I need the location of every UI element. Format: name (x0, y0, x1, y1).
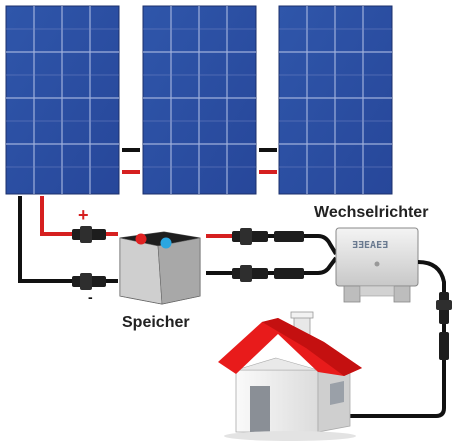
mc4-connector-icon (72, 226, 118, 243)
solar-panel-right (278, 5, 393, 195)
house-icon (218, 311, 362, 441)
negative-wire-panel (18, 196, 72, 283)
inverter-label: Wechselrichter (314, 204, 428, 221)
solar-panel-left (5, 5, 120, 195)
battery-icon (119, 231, 201, 305)
panel-link-1 (122, 148, 140, 174)
ac-output-wiring (345, 260, 452, 418)
battery-label: Speicher (122, 314, 190, 331)
positive-wire-panel (40, 196, 72, 236)
inverter-icon (335, 227, 419, 303)
plus-label: + (78, 205, 89, 225)
panel-link-2 (259, 148, 277, 174)
mc4-connector-icon (72, 273, 118, 290)
solar-panel-middle (142, 5, 257, 195)
inverter-brand: ƎƎEAEƎ (352, 240, 388, 251)
minus-label: - (88, 289, 93, 305)
battery-to-inverter-wiring (206, 228, 338, 282)
